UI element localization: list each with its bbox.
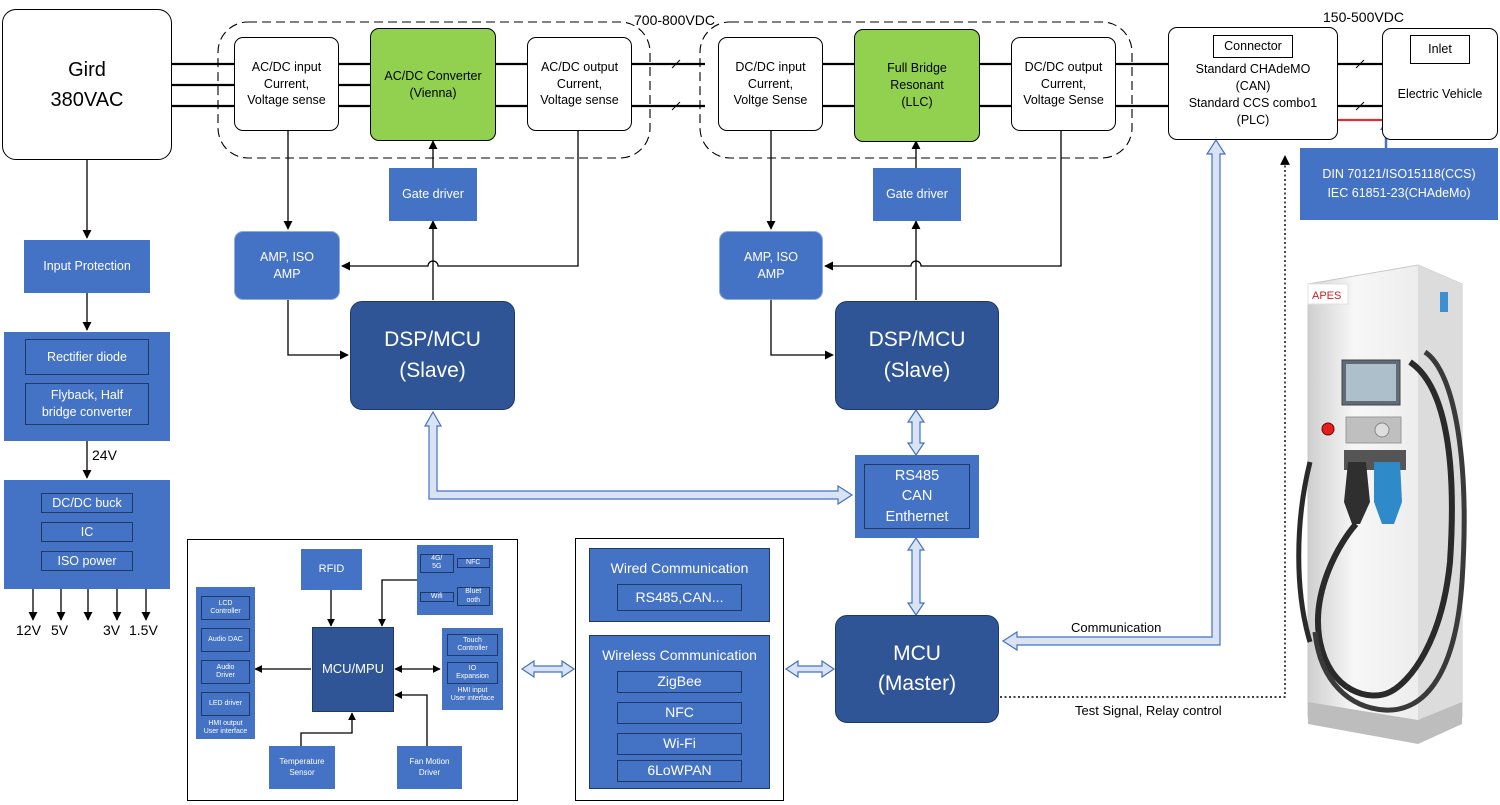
amp-iso-2: AMP, ISO AMP xyxy=(719,231,823,300)
led-driver: LED driver xyxy=(201,692,250,716)
dcdc-output-sense: DC/DC output Current, Voltage Sense xyxy=(1011,37,1116,131)
mcu-master: MCU (Master) xyxy=(835,615,999,723)
inlet-label: Inlet xyxy=(1410,35,1470,64)
6lowpan: 6LoWPAN xyxy=(617,759,742,782)
acdc-output-sense: AC/DC output Current, Voltage sense xyxy=(527,37,632,131)
llc-converter: Full Bridge Resonant (LLC) xyxy=(854,29,980,142)
out-5v: 5V xyxy=(51,622,69,638)
dcdc-buck-block: DC/DC buck IC ISO power xyxy=(4,480,170,589)
rectifier-diode: Rectifier diode xyxy=(25,339,149,375)
acdc-input-sense: AC/DC input Current, Voltage sense xyxy=(234,37,339,131)
module-nfc: NFC xyxy=(456,558,490,569)
gate-driver-2: Gate driver xyxy=(873,168,961,221)
bus-interface: RS485 CAN Enthernet xyxy=(855,455,979,538)
iso-power: ISO power xyxy=(41,551,133,571)
wi-fi: Wi-Fi xyxy=(617,732,742,755)
dc-bus-voltage-label: 700-800VDC xyxy=(634,12,715,28)
module-4g5g: 4G/5G xyxy=(420,553,454,573)
connector-label: Connector xyxy=(1213,35,1293,58)
zigbee: ZigBee xyxy=(617,670,742,693)
standards-box: DIN 70121/ISO15118(CCS) IEC 61851-23(CHA… xyxy=(1300,148,1498,220)
wireless-communication: Wireless Communication ZigBee NFC Wi-Fi … xyxy=(589,635,770,789)
ic-block: IC xyxy=(41,522,133,542)
out-3v: 3V xyxy=(103,622,121,638)
input-protection: Input Protection xyxy=(24,240,150,293)
acdc-module-outline xyxy=(217,21,651,159)
dsp-mcu-slave-1: DSP/MCU (Slave) xyxy=(350,301,515,410)
test-signal-label: Test Signal, Relay control xyxy=(1075,703,1222,718)
wired-items: RS485,CAN... xyxy=(617,583,742,611)
rfid: RFID xyxy=(301,549,362,590)
dcdc-buck: DC/DC buck xyxy=(41,493,133,513)
audio-dac: Audio DAC xyxy=(201,628,250,652)
charger-brand: APES xyxy=(1312,290,1341,302)
dsp-mcu-slave-2: DSP/MCU (Slave) xyxy=(835,301,999,410)
rectifier-block: Rectifier diode Flyback, Half bridge con… xyxy=(4,332,170,441)
connector-box: Connector Standard CHAdeMO (CAN) Standar… xyxy=(1168,27,1338,140)
output-voltage-label: 150-500VDC xyxy=(1323,9,1404,25)
acdc-converter: AC/DC Converter (Vienna) xyxy=(370,28,496,141)
module-wifi: Wifi xyxy=(420,591,454,602)
wired-communication: Wired Communication RS485,CAN... xyxy=(589,548,770,622)
grid-title: Gird xyxy=(68,58,106,81)
ev-charger-illustration: APES xyxy=(1296,264,1467,744)
amp-iso-1: AMP, ISO AMP xyxy=(234,231,340,300)
out-12v: 12V xyxy=(16,622,41,638)
comm-frame xyxy=(575,538,784,801)
nfc: NFC xyxy=(617,701,742,724)
communication-label: Communication xyxy=(1071,620,1162,635)
flyback-converter: Flyback, Half bridge converter xyxy=(25,383,149,425)
grid-box: Gird 380VAC xyxy=(2,9,172,160)
gate-driver-1: Gate driver xyxy=(389,168,477,221)
grid-voltage: 380VAC xyxy=(50,88,124,111)
aux-24v-label: 24V xyxy=(92,447,117,463)
hmi-frame xyxy=(187,539,518,801)
vehicle-label: Electric Vehicle xyxy=(1397,86,1483,101)
electric-vehicle-box: Inlet Electric Vehicle xyxy=(1382,28,1498,140)
dcdc-input-sense: DC/DC input Current, Voltge Sense xyxy=(718,37,823,131)
mcu-mpu: MCU/MPU xyxy=(312,627,394,712)
out-1v5: 1.5V xyxy=(129,622,158,638)
